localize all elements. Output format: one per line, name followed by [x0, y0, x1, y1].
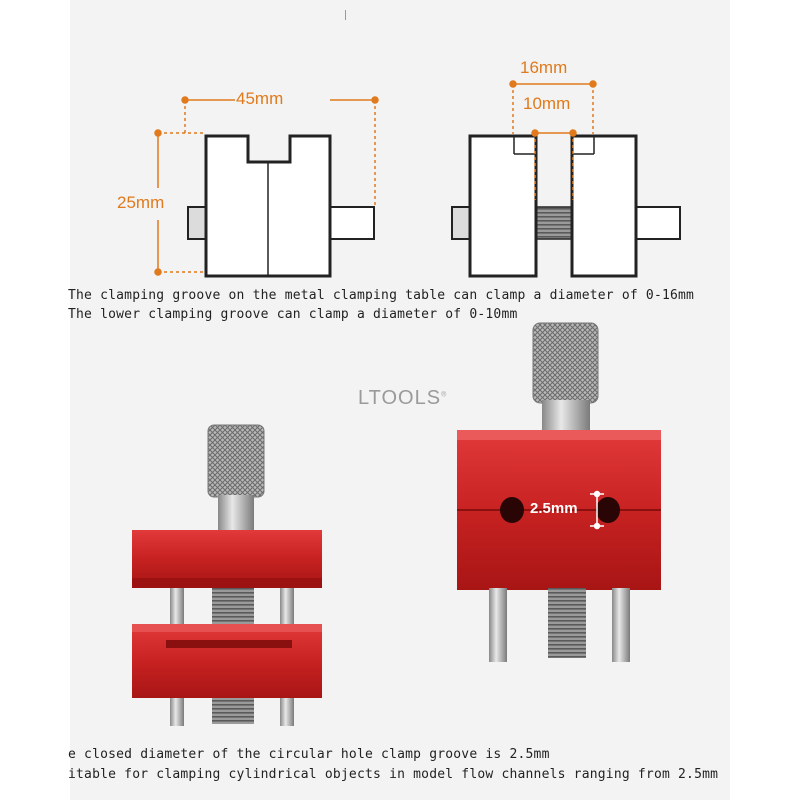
- brand-watermark: LTOOLS®: [358, 387, 447, 410]
- brand-name: LTOOLS: [358, 387, 442, 409]
- left-block-diagram: [187, 134, 375, 278]
- inner-dimension-line: [531, 129, 577, 200]
- caption-line-3: e closed diameter of the circular hole c…: [68, 747, 550, 762]
- width-dimension-line: [181, 96, 379, 205]
- outer-dimension-label: 16mm: [520, 58, 568, 77]
- caption-line-4: itable for clamping cylindrical objects …: [68, 767, 719, 782]
- clamp-photo-closed: [457, 322, 661, 662]
- height-dimension-label: 25mm: [117, 193, 165, 212]
- right-block-diagram: [451, 134, 681, 278]
- hole-dimension-label: 2.5mm: [530, 500, 578, 517]
- clamp-photo-open: [132, 424, 322, 726]
- inner-dimension-label: 10mm: [523, 94, 571, 113]
- caption-line-1: The clamping groove on the metal clampin…: [68, 288, 695, 303]
- width-dimension-label: 45mm: [236, 89, 284, 108]
- top-tick-mark: [345, 10, 346, 20]
- outer-dimension-line: [509, 80, 597, 134]
- caption-line-2: The lower clamping groove can clamp a di…: [68, 307, 518, 322]
- hole-dimension-line: [590, 490, 604, 530]
- height-dimension-line: [154, 129, 204, 276]
- brand-registered-mark: ®: [441, 391, 448, 399]
